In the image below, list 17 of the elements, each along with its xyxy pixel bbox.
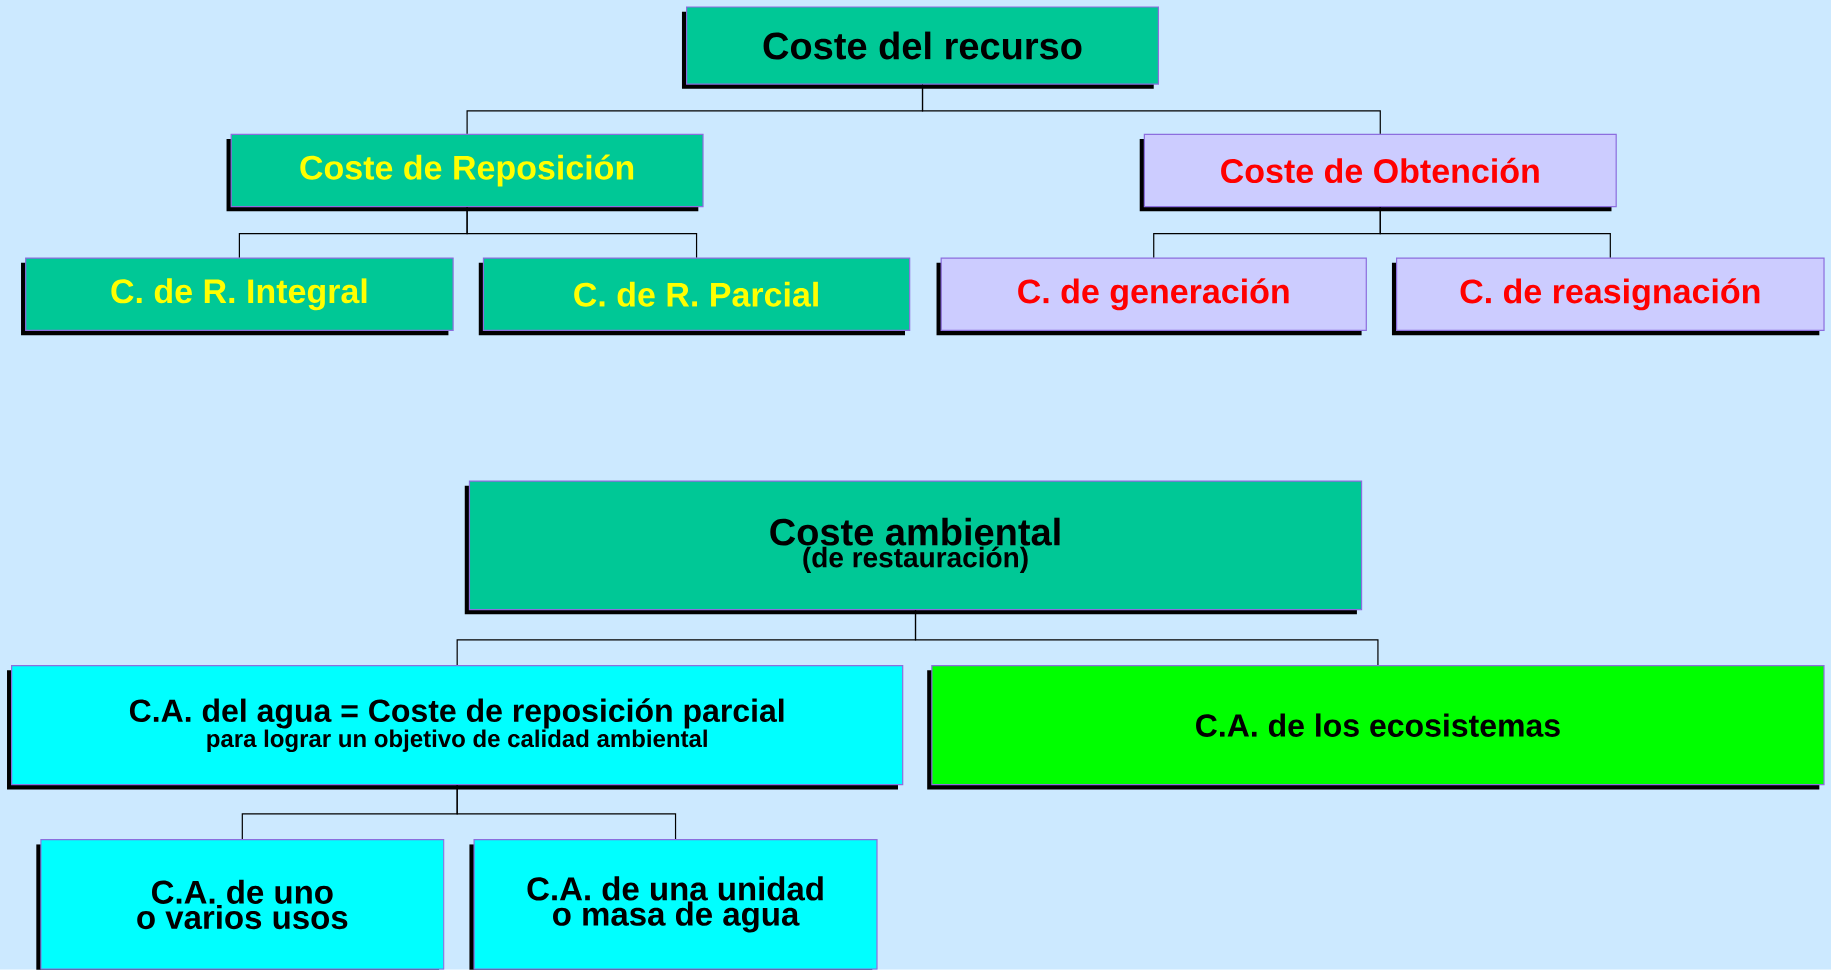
- box: Coste del recurso: [681, 6, 1160, 89]
- connector-line: [1379, 206, 1611, 259]
- connector-line: [921, 84, 1381, 135]
- connector-line: [914, 609, 1379, 666]
- box: C. de R. Integral: [21, 257, 454, 336]
- box: C. de R. Parcial: [478, 257, 911, 336]
- box: C.A. de una unidad o masa de agua: [469, 839, 878, 970]
- box: Coste ambiental (de restauración): [464, 480, 1363, 615]
- box: C.A. de los ecosistemas: [927, 665, 1825, 790]
- connector-line: [466, 206, 698, 259]
- box: C. de reasignación: [1391, 257, 1825, 336]
- box: C.A. de uno o varios usos: [36, 839, 445, 970]
- box: Coste de Obtención: [1139, 133, 1617, 212]
- box: C.A. del agua = Coste de reposición parcial para lograr un objetivo de calidad ambiental: [7, 665, 904, 790]
- connector-line: [456, 784, 677, 840]
- box: C. de generación: [936, 257, 1367, 336]
- box: Coste de Reposición: [226, 133, 704, 212]
